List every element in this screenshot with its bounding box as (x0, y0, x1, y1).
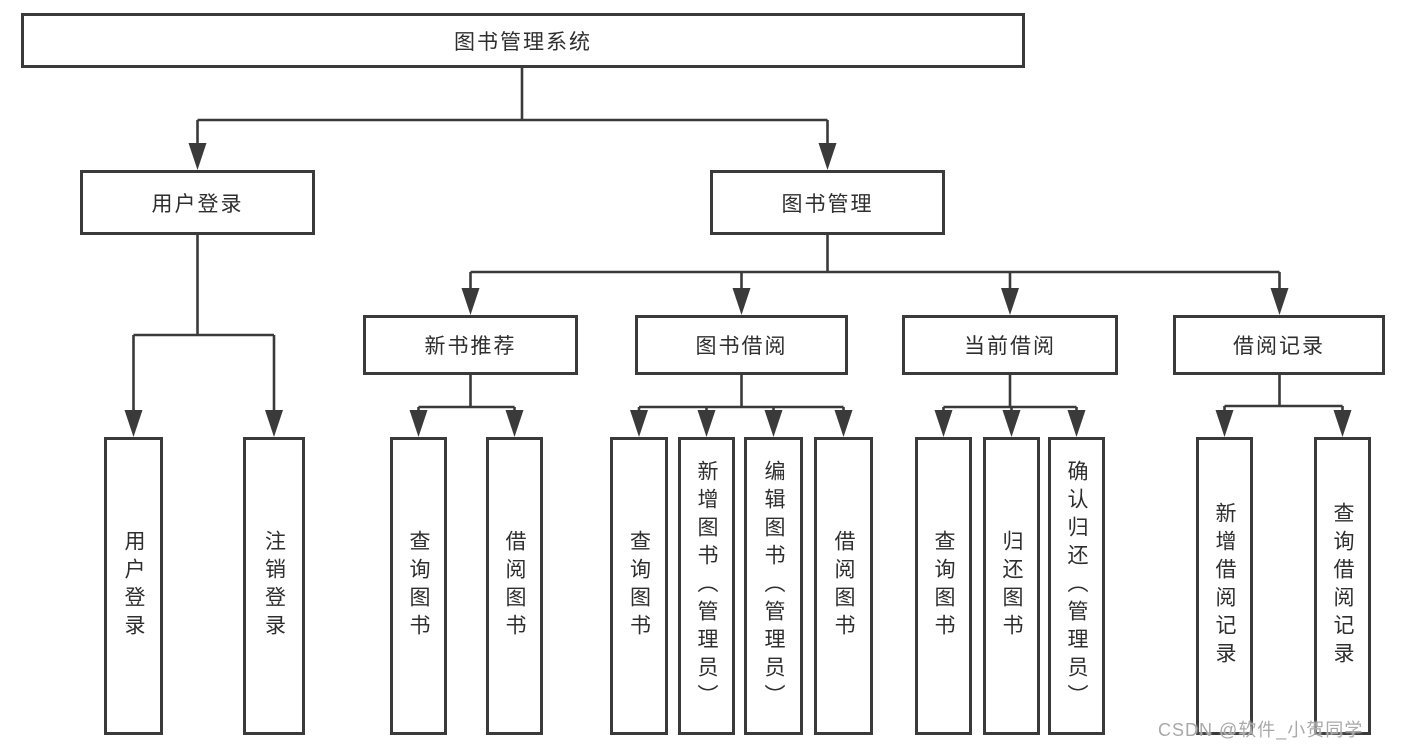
leaf-query-borrow-record: 查询借阅记录 (1314, 437, 1371, 735)
node-current-borrowing: 当前借阅 (902, 315, 1118, 375)
leaf-label: 查询图书 (407, 530, 431, 642)
leaf-label: 借阅图书 (832, 530, 856, 642)
node-new-book-recommendation: 新书推荐 (363, 315, 578, 375)
leaf-label: 注销登录 (262, 530, 286, 642)
leaf-label: 新增借阅记录 (1213, 502, 1237, 670)
leaf-logout: 注销登录 (243, 437, 305, 735)
leaf-label: 确认归还（管理员） (1065, 460, 1089, 712)
leaf-label: 查询图书 (932, 530, 956, 642)
leaf-query-books-recommend: 查询图书 (390, 437, 447, 735)
leaf-confirm-return-admin: 确认归还（管理员） (1048, 437, 1105, 735)
leaf-label: 借阅图书 (503, 530, 527, 642)
leaf-borrow-books: 借阅图书 (814, 437, 873, 735)
node-library-management-system: 图书管理系统 (21, 13, 1025, 68)
leaf-add-borrow-record: 新增借阅记录 (1196, 437, 1253, 735)
node-borrowing-records: 借阅记录 (1173, 315, 1385, 375)
leaf-label: 新增图书（管理员） (695, 460, 719, 712)
leaf-return-books: 归还图书 (983, 437, 1040, 735)
watermark: CSDN @软件_小贺同学 (1158, 720, 1364, 740)
leaf-add-books-admin: 新增图书（管理员） (678, 437, 735, 735)
leaf-label: 归还图书 (1000, 530, 1024, 642)
leaf-edit-books-admin: 编辑图书（管理员） (744, 437, 803, 735)
leaf-label: 用户登录 (122, 530, 146, 642)
node-book-management: 图书管理 (710, 170, 945, 235)
leaf-query-books-borrowing: 查询图书 (610, 437, 668, 735)
leaf-label: 查询图书 (627, 530, 651, 642)
node-book-borrowing: 图书借阅 (635, 315, 848, 375)
leaf-label: 编辑图书（管理员） (762, 460, 786, 712)
leaf-user-login: 用户登录 (104, 437, 163, 735)
leaf-query-books-current: 查询图书 (915, 437, 972, 735)
leaf-label: 查询借阅记录 (1331, 502, 1355, 670)
node-user-login: 用户登录 (80, 170, 315, 235)
leaf-borrow-books-recommend: 借阅图书 (486, 437, 543, 735)
